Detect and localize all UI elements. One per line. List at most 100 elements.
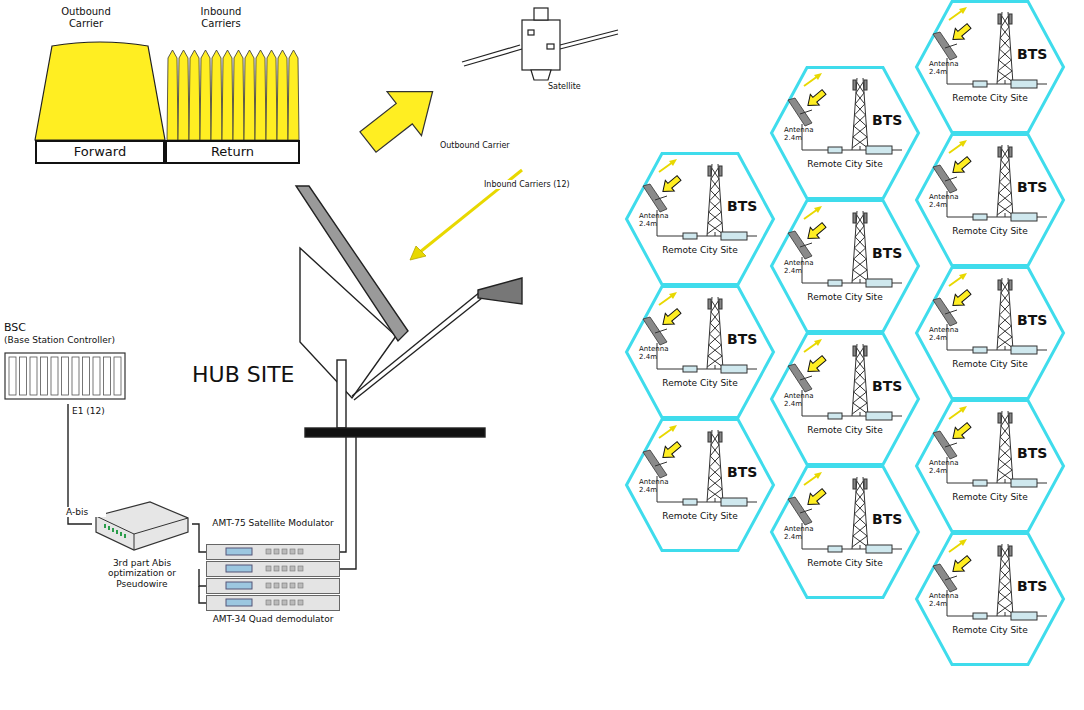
site-antenna bbox=[804, 209, 818, 219]
inbound-carrier bbox=[244, 50, 255, 140]
modem-units bbox=[206, 544, 340, 614]
cell-site-hexagon: BTSAntenna 2.4mRemote City Site bbox=[915, 0, 1065, 134]
cable-connector bbox=[68, 404, 92, 524]
site-cabling bbox=[683, 366, 697, 372]
bts-tower bbox=[1009, 413, 1012, 423]
edge-label: E1 (12) bbox=[72, 406, 105, 416]
site-antenna bbox=[948, 287, 973, 311]
bts-tower bbox=[856, 481, 863, 492]
router-icon bbox=[92, 494, 192, 556]
interface-label: A-bis bbox=[66, 507, 106, 517]
site-antenna bbox=[933, 140, 973, 193]
bts-tower bbox=[708, 212, 721, 223]
bts-tower bbox=[1009, 546, 1012, 556]
bts-tower bbox=[710, 312, 719, 323]
bts-tower bbox=[854, 525, 867, 536]
bts-tower bbox=[998, 60, 1011, 71]
site-cabling bbox=[802, 257, 902, 287]
site-antenna bbox=[948, 420, 973, 444]
carrier-label: Inbound Carriers (12) bbox=[484, 180, 604, 189]
bts-tower bbox=[854, 370, 864, 381]
bts-tower bbox=[854, 514, 866, 525]
inbound-carrier bbox=[222, 50, 233, 140]
site-antenna bbox=[655, 196, 667, 200]
inbound-carrier bbox=[167, 50, 178, 140]
bts-tower bbox=[853, 213, 856, 223]
hexagon-outline bbox=[917, 534, 1064, 665]
modem-units bbox=[298, 566, 303, 571]
bts-tower bbox=[999, 570, 1009, 581]
bts-tower bbox=[1001, 282, 1008, 293]
bts-tower bbox=[855, 93, 864, 104]
site-antenna bbox=[948, 553, 973, 577]
site-antenna bbox=[949, 276, 963, 286]
hub-antenna bbox=[199, 186, 522, 603]
bts-tower bbox=[998, 592, 1011, 603]
rack-drawing bbox=[4, 352, 128, 402]
bts-tower bbox=[1001, 426, 1010, 437]
rack-drawing bbox=[93, 357, 100, 395]
bts-tower bbox=[999, 437, 1009, 448]
router-icon bbox=[120, 532, 122, 536]
site-antenna bbox=[658, 173, 683, 197]
site-antenna bbox=[959, 140, 967, 147]
bts-tower bbox=[1000, 38, 1010, 49]
bts-tower bbox=[999, 193, 1012, 204]
modem-units bbox=[207, 562, 340, 577]
bts-tower bbox=[1009, 147, 1012, 157]
site-antenna bbox=[933, 7, 973, 60]
bts-tower bbox=[719, 166, 722, 176]
site-cabling bbox=[947, 58, 1047, 88]
site-antenna bbox=[959, 406, 967, 413]
site-cabling bbox=[973, 214, 987, 220]
node-title: AMT-75 Satellite Modulator bbox=[206, 518, 340, 528]
site-antenna bbox=[788, 206, 828, 259]
inbound-carrier bbox=[233, 50, 244, 140]
modem-units bbox=[207, 596, 340, 611]
site-cabling bbox=[973, 347, 987, 353]
bts-tower bbox=[855, 104, 865, 115]
site-antenna bbox=[803, 486, 828, 510]
bts-tower bbox=[998, 459, 1011, 470]
cell-site-hexagon: BTSAntenna 2.4mRemote City Site bbox=[915, 399, 1065, 533]
bts-tower bbox=[997, 145, 1013, 217]
cell-site-hexagon: BTSAntenna 2.4mRemote City Site bbox=[625, 152, 775, 286]
satellite-top bbox=[534, 8, 548, 20]
bts-tower bbox=[855, 226, 864, 237]
node-text: Antenna 2.4m bbox=[639, 345, 677, 361]
site-antenna bbox=[948, 287, 973, 311]
site-cabling bbox=[715, 365, 716, 369]
bts-tower bbox=[864, 213, 867, 223]
bts-tower bbox=[999, 581, 1011, 592]
satellite-body bbox=[522, 20, 560, 70]
bts-tower bbox=[1000, 559, 1009, 570]
carrier-label: Outbound Carrier bbox=[440, 141, 550, 150]
rack-drawing bbox=[51, 357, 58, 395]
site-antenna bbox=[959, 273, 967, 280]
bts-tower bbox=[1001, 16, 1008, 27]
bts-tower bbox=[997, 12, 1013, 84]
bts-tower bbox=[1002, 415, 1009, 426]
site-cabling bbox=[1011, 213, 1037, 221]
site-antenna bbox=[959, 539, 967, 546]
bts-tower bbox=[1002, 548, 1009, 559]
site-antenna bbox=[655, 462, 667, 466]
bts-tower bbox=[857, 215, 864, 226]
site-cabling bbox=[866, 279, 892, 287]
outbound-arrow bbox=[351, 69, 450, 164]
node-text: Antenna 2.4m bbox=[929, 60, 967, 76]
site-antenna bbox=[658, 173, 683, 197]
bts-tower bbox=[709, 212, 722, 223]
site-antenna bbox=[933, 406, 973, 459]
site-antenna bbox=[814, 472, 822, 479]
modem-units bbox=[274, 566, 279, 571]
site-antenna bbox=[658, 439, 683, 463]
node-title: BTS bbox=[1017, 445, 1057, 461]
node-title: BTS bbox=[1017, 578, 1057, 594]
node-title: BTS bbox=[1017, 179, 1057, 195]
hexagon-outline bbox=[627, 287, 774, 418]
bts-tower bbox=[1001, 149, 1008, 160]
bts-tower bbox=[1000, 437, 1010, 448]
bts-tower bbox=[998, 326, 1011, 337]
